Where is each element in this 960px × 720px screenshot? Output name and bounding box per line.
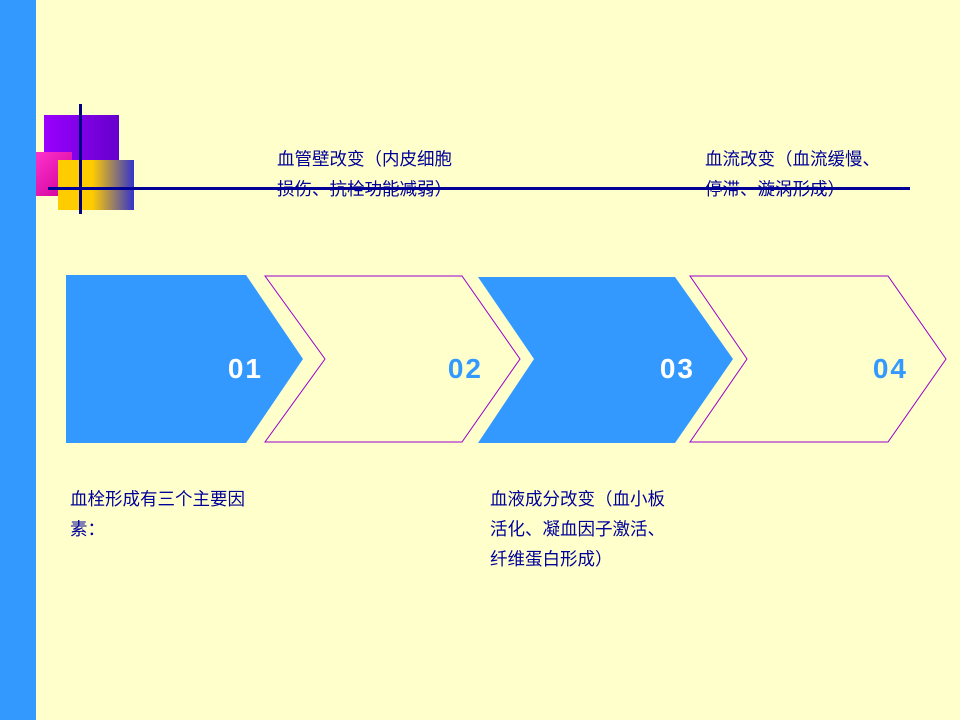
step-02-number: 02: [448, 353, 483, 384]
step-04: 04: [689, 275, 947, 443]
left-accent-bar: [0, 0, 36, 720]
intro-text: 血栓形成有三个主要因 素：: [70, 490, 245, 540]
step-01-arrow: [66, 275, 303, 443]
vessel-wall-text: 血管壁改变（内皮细胞 损伤、抗栓功能减弱）: [277, 150, 452, 200]
step-03: 03: [478, 277, 733, 443]
step-04-number: 04: [873, 353, 908, 384]
blood-composition-text: 血液成分改变（血小板 活化、凝血因子激活、 纤维蛋白形成）: [490, 490, 665, 570]
step-03-number: 03: [660, 353, 695, 384]
blood-flow-text: 血流改变（血流缓慢、 停滞、漩涡形成）: [705, 150, 880, 200]
step-02: 02: [264, 275, 521, 443]
step-02-arrow: [264, 275, 521, 443]
orange-square-decoration: [58, 160, 134, 210]
horizontal-rule-line: [48, 187, 910, 190]
step-01-number: 01: [228, 353, 263, 384]
step-01: 01: [66, 275, 303, 443]
step-03-arrow: [478, 277, 733, 443]
vertical-rule-line: [79, 104, 82, 214]
step-04-arrow: [689, 275, 947, 443]
